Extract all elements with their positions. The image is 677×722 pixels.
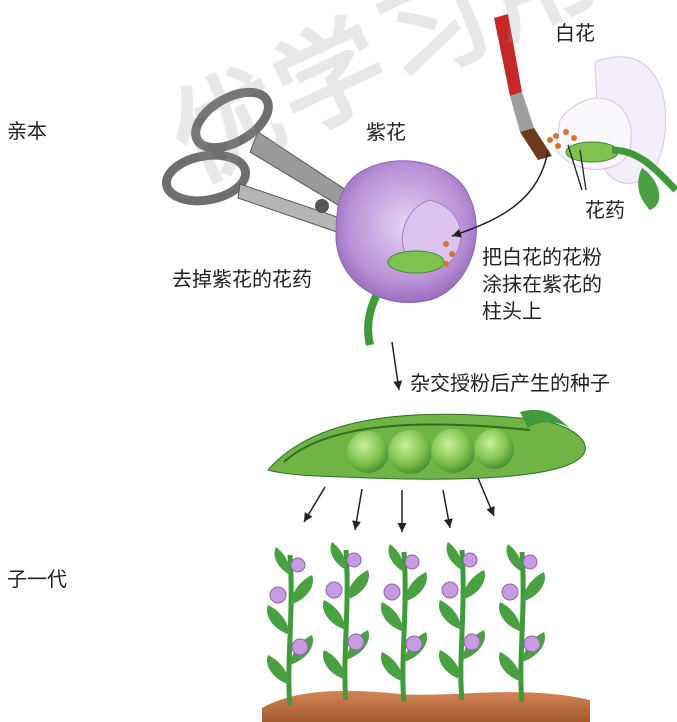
- remove-anther-label: 去掉紫花的花药: [172, 266, 312, 293]
- pollination-note-line: 柱头上: [482, 298, 602, 325]
- pea-plant-icon: [381, 544, 427, 702]
- anther-label: 花药: [585, 197, 625, 224]
- down-arrow: [392, 342, 399, 390]
- purple-flower-illustration: [336, 161, 476, 345]
- pollination-note-line: 把白花的花粉: [482, 244, 602, 271]
- pollination-note-line: 涂抹在紫花的: [482, 271, 602, 298]
- soil: [262, 691, 590, 722]
- offspring-generation-label: 子一代: [7, 566, 67, 593]
- pea-plant-icon: [267, 547, 313, 705]
- seed-to-plant-arrows: [304, 478, 494, 532]
- white-flower-illustration: [547, 57, 676, 210]
- parent-generation-label: 亲本: [7, 118, 47, 145]
- pea-plant-icon: [439, 542, 485, 700]
- pollination-note: 把白花的花粉 涂抹在紫花的 柱头上: [482, 244, 602, 325]
- purple-flower-label: 紫花: [366, 119, 406, 146]
- pea-plant-icon: [499, 544, 545, 702]
- seeds-caption: 杂交授粉后产生的种子: [410, 370, 610, 397]
- white-flower-label: 白花: [555, 20, 595, 47]
- pea-plant-icon: [323, 542, 369, 700]
- pea-pod-icon: [268, 410, 585, 479]
